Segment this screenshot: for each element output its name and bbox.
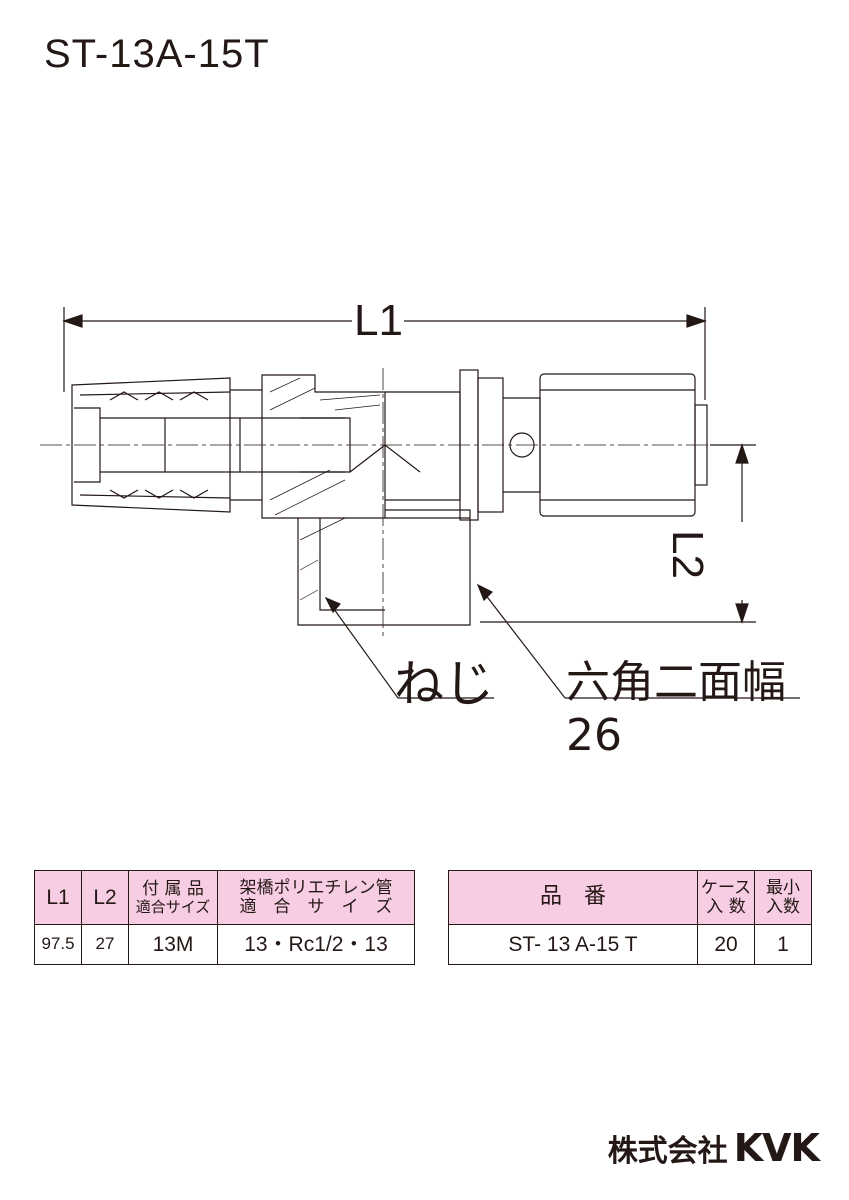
header-l1: L1 <box>34 870 82 925</box>
company-logo: 株式会社 KVK <box>607 1126 820 1170</box>
thread-callout: ねじ <box>394 655 494 713</box>
cell-l2: 27 <box>81 924 129 965</box>
header-part-no: 品 番 <box>448 870 698 925</box>
l2-dimension <box>480 443 756 624</box>
cell-part-no: ST- 13 A-15 T <box>448 924 698 965</box>
company-name: 株式会社 <box>607 1134 728 1169</box>
cell-pipe: 13・Rc1/2・13 <box>217 924 415 965</box>
header-l2: L2 <box>81 870 129 925</box>
spec-table: L1 L2 付 属 品 適合サイズ 架橋ポリエチレン管 適 合 サ イ ズ 97… <box>34 870 415 965</box>
tee-body <box>230 374 471 626</box>
cell-case-qty: 20 <box>697 924 755 965</box>
hex-callout: 六角二面幅 26 <box>566 657 786 761</box>
brand-name: KVK <box>733 1126 820 1170</box>
product-table: 品 番 ケース 入 数 最小 入数 ST- 13 A-15 T 20 1 <box>448 870 812 965</box>
header-case-qty: ケース 入 数 <box>697 870 755 925</box>
l1-label: L1 <box>354 296 403 345</box>
cell-l1: 97.5 <box>34 924 82 965</box>
page-title: ST-13A-15T <box>44 32 270 76</box>
l2-label: L2 <box>663 530 712 579</box>
thread-leader <box>324 596 494 699</box>
l1-dimension <box>62 307 707 400</box>
right-socket <box>459 369 708 521</box>
hex-leader <box>476 583 800 699</box>
cell-min-qty: 1 <box>754 924 812 965</box>
header-min-qty: 最小 入数 <box>754 870 812 925</box>
header-pipe: 架橋ポリエチレン管 適 合 サ イ ズ <box>217 870 415 925</box>
header-accessory: 付 属 品 適合サイズ <box>128 870 218 925</box>
cell-accessory: 13M <box>128 924 218 965</box>
